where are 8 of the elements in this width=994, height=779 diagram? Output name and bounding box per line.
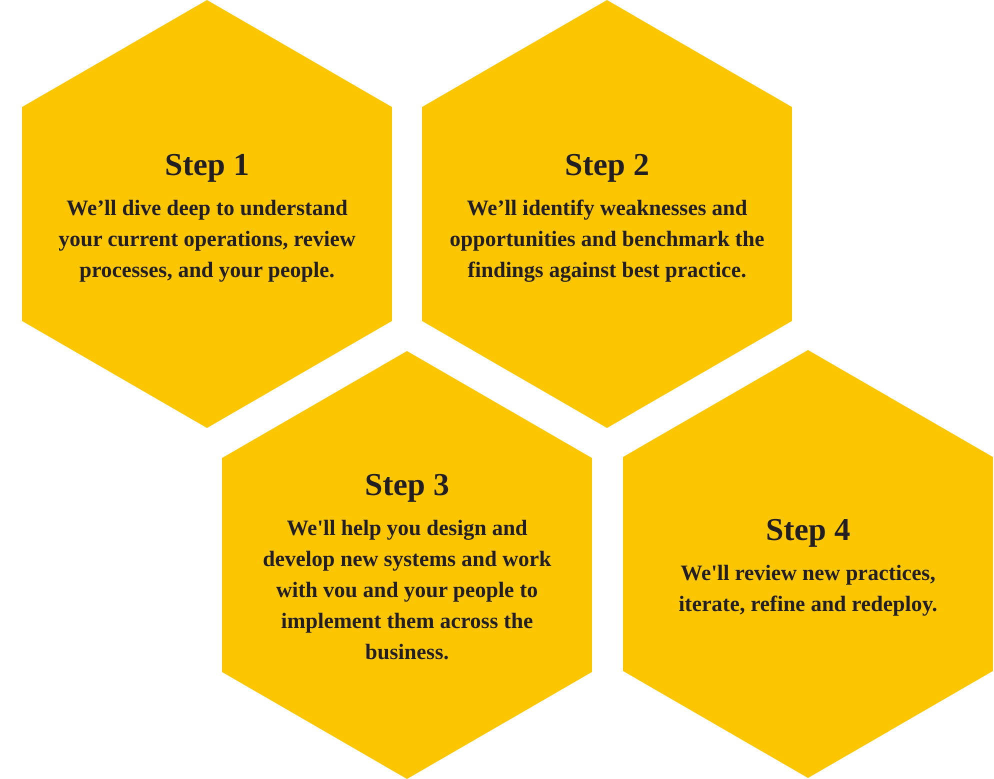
- step-description: We'll help you design and develop new systems and work with vou and your people to implement them across the business.: [262, 514, 552, 666]
- step-title: Step 2: [564, 144, 650, 184]
- step-title: Step 4: [766, 510, 850, 549]
- step-description: We’ll dive deep to understand your current operations, review processes, and your people.: [58, 194, 356, 284]
- step-title: Step 3: [364, 464, 450, 504]
- step-description: We'll review new practices, iterate, refine and redeploy.: [678, 559, 938, 618]
- step-description: We’ll identify weaknesses and opportunities and benchmark the findings against best practice.: [448, 194, 766, 284]
- step-title: Step 1: [164, 144, 250, 184]
